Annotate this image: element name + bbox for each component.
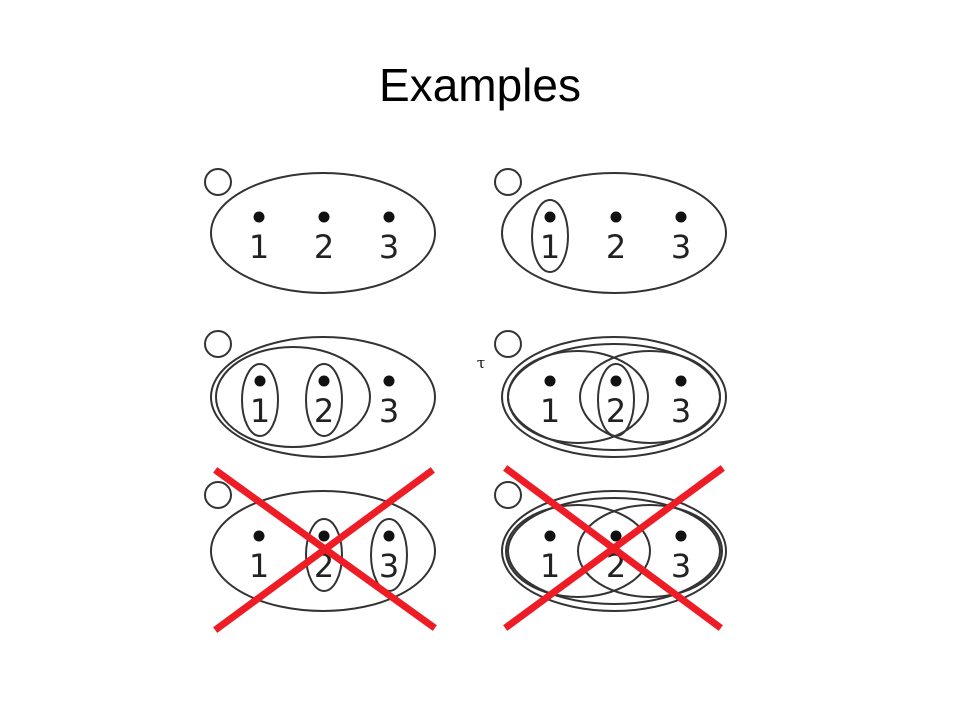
- point-3: [675, 530, 687, 542]
- label-1: 1: [249, 228, 269, 266]
- right-group-ellipse: [577, 504, 723, 598]
- right-group-ellipse: [579, 350, 721, 444]
- label-2: 2: [606, 392, 626, 430]
- outer-ellipse: [210, 172, 436, 294]
- point-3: [383, 211, 395, 223]
- label-2: 2: [314, 392, 334, 430]
- point-1: [253, 530, 265, 542]
- outer-ellipse: [501, 490, 727, 612]
- label-2: 2: [606, 228, 626, 266]
- label-1: 1: [540, 392, 560, 430]
- point-2: [610, 530, 622, 542]
- label-3: 3: [671, 228, 691, 266]
- label-1: 1: [249, 547, 269, 585]
- start-circle: [204, 481, 232, 509]
- example-5: 1 2 3: [204, 467, 437, 633]
- point-2: [610, 375, 622, 387]
- example-4: 1 2 3: [494, 330, 727, 458]
- example-1: 1 2 3: [204, 168, 436, 294]
- left-group-ellipse: [507, 350, 649, 444]
- label-1: 1: [250, 392, 270, 430]
- start-circle: [204, 168, 232, 196]
- example-6: 1 2 3: [494, 465, 727, 631]
- invalid-cross-mark: [503, 465, 725, 631]
- start-circle: [494, 481, 522, 509]
- point-1: [544, 530, 556, 542]
- point-2: [610, 211, 622, 223]
- point-3: [675, 211, 687, 223]
- label-3: 3: [379, 547, 399, 585]
- point-2: [318, 211, 330, 223]
- inner-ellipse: [215, 346, 371, 448]
- group-ellipse-2: [597, 363, 635, 437]
- point-3: [675, 375, 687, 387]
- point-1: [254, 375, 266, 387]
- start-circle: [494, 168, 522, 196]
- group-ellipse-2: [305, 518, 343, 592]
- point-3: [383, 375, 395, 387]
- outer-ellipse: [501, 336, 727, 458]
- outer-ellipse: [210, 336, 436, 458]
- point-1: [544, 375, 556, 387]
- outer-ellipse: [210, 490, 436, 612]
- example-3: 1 2 3: [204, 330, 436, 458]
- outer-ellipse: [501, 172, 727, 294]
- point-2: [318, 530, 330, 542]
- group-ellipse-2: [305, 363, 343, 437]
- start-circle: [204, 330, 232, 358]
- start-circle: [494, 330, 522, 358]
- point-1: [544, 211, 556, 223]
- label-3: 3: [379, 228, 399, 266]
- cross-stroke: [503, 465, 725, 631]
- second-outer-ellipse: [507, 497, 721, 605]
- invalid-cross-mark: [213, 467, 437, 633]
- example-2: 1 2 3: [494, 168, 727, 294]
- label-1: 1: [540, 228, 560, 266]
- left-group-ellipse: [505, 504, 651, 598]
- label-2: 2: [314, 228, 334, 266]
- label-1: 1: [540, 547, 560, 585]
- group-ellipse-1: [241, 363, 279, 437]
- point-1: [253, 211, 265, 223]
- stray-symbol: τ: [477, 354, 485, 372]
- group-ellipse-1: [531, 199, 569, 273]
- point-2: [318, 375, 330, 387]
- label-3: 3: [379, 392, 399, 430]
- label-3: 3: [671, 547, 691, 585]
- label-3: 3: [671, 392, 691, 430]
- cross-stroke: [213, 467, 435, 633]
- slide-title: Examples: [379, 59, 581, 111]
- point-3: [383, 530, 395, 542]
